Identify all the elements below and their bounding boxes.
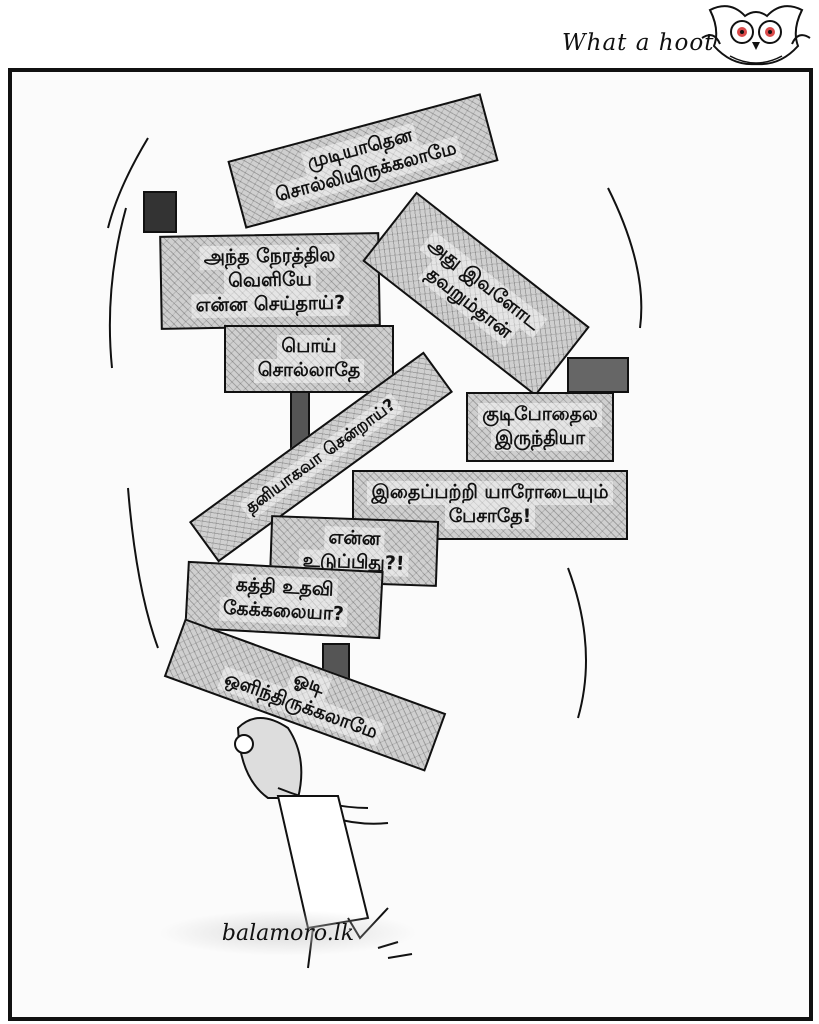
block (567, 357, 629, 393)
motion-line (108, 207, 127, 369)
sign-were-you-drunk: குடிபோதைல இருந்தியா (466, 392, 614, 462)
flower-icon (234, 734, 254, 754)
sign-didnt-scream-for-help: கத்தி உதவி கேக்கலையா? (184, 560, 384, 640)
block (143, 191, 177, 233)
motion-line (107, 137, 149, 229)
sign-dont-lie: பொய் சொல்லாதே (224, 325, 394, 393)
motion-line (127, 487, 159, 649)
header: What a hoot (0, 0, 819, 68)
artist-signature: balamoro.lk (158, 910, 418, 956)
brand-title: What a hoot (562, 30, 715, 56)
woman-hair (236, 717, 303, 799)
woman-dress (276, 795, 370, 930)
motion-line (607, 187, 643, 329)
sign-what-were-you-doing-outside: அந்த நேரத்தில வெளியே என்ன செய்தாய்? (159, 232, 381, 330)
motion-line (567, 567, 587, 719)
owl-icon (701, 5, 811, 66)
sign-dont-talk-about-it: இதைப்பற்றி யாரோடையும் பேசாதே! (352, 470, 628, 540)
